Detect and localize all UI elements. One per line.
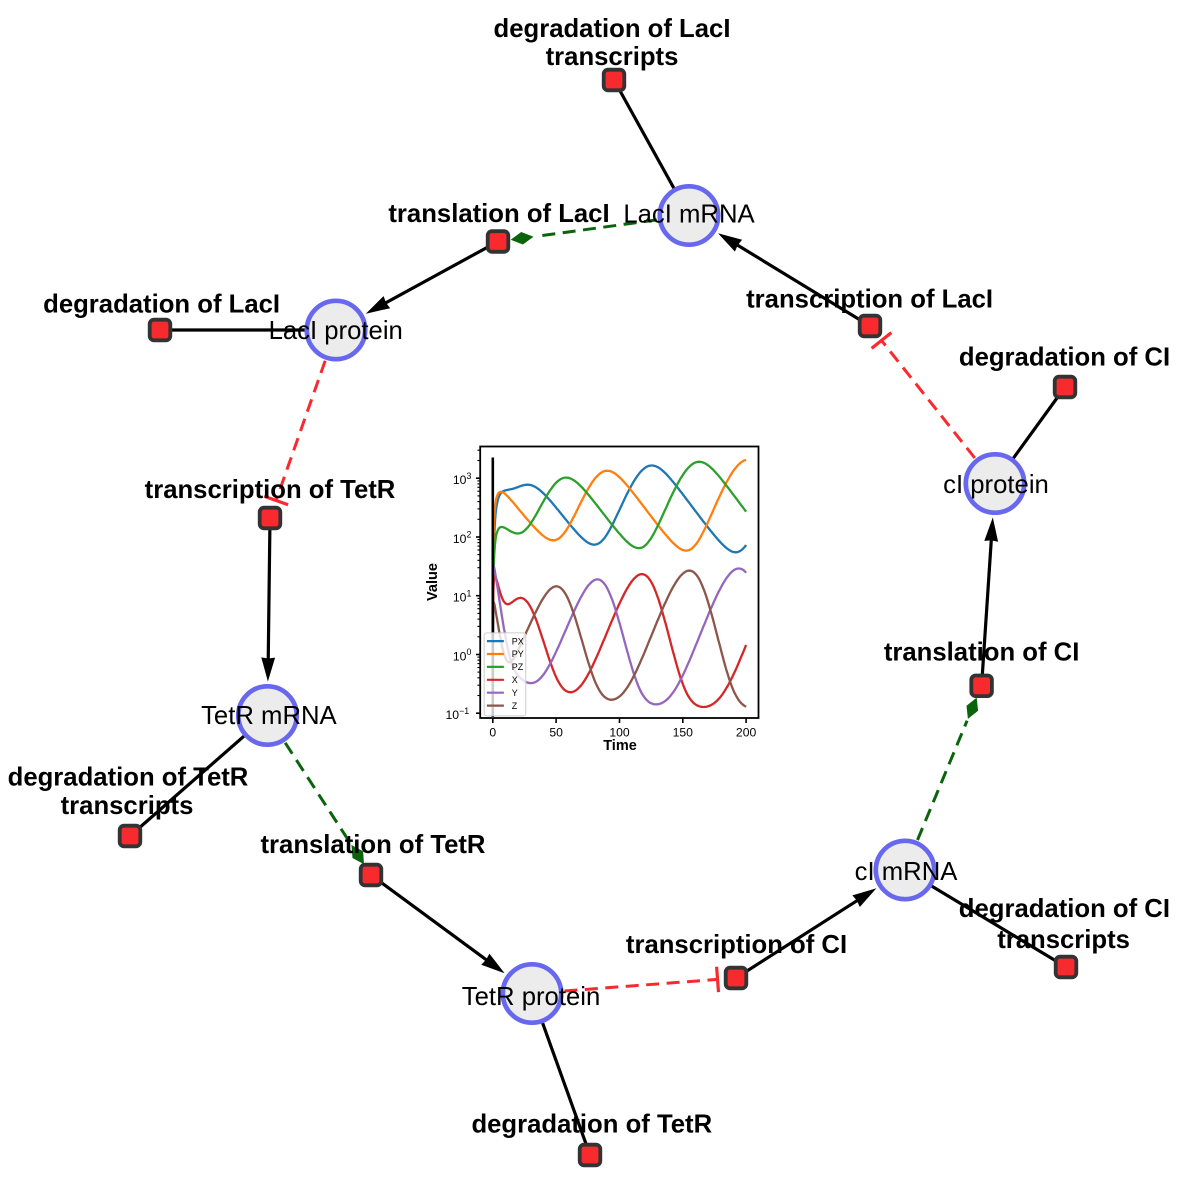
- svg-text:Z: Z: [512, 701, 518, 711]
- svg-text:0: 0: [489, 726, 496, 740]
- svg-text:cI mRNA: cI mRNA: [855, 858, 959, 886]
- svg-text:200: 200: [736, 726, 757, 740]
- svg-text:LacI mRNA: LacI mRNA: [623, 201, 755, 229]
- svg-text:PY: PY: [512, 649, 524, 659]
- svg-text:X: X: [512, 675, 518, 685]
- svg-text:TetR protein: TetR protein: [462, 983, 601, 1011]
- svg-text:translation of TetR: translation of TetR: [260, 831, 485, 859]
- svg-text:transcripts: transcripts: [997, 926, 1130, 954]
- svg-text:Y: Y: [512, 688, 518, 698]
- svg-text:150: 150: [673, 726, 694, 740]
- svg-text:Time: Time: [603, 738, 637, 754]
- svg-text:degradation of CI: degradation of CI: [959, 343, 1170, 371]
- svg-text:TetR mRNA: TetR mRNA: [201, 702, 337, 730]
- svg-text:LacI protein: LacI protein: [269, 317, 403, 345]
- svg-text:degradation of CI: degradation of CI: [959, 895, 1170, 923]
- svg-text:transcription of CI: transcription of CI: [626, 931, 847, 959]
- svg-text:transcripts: transcripts: [546, 43, 679, 71]
- svg-text:PX: PX: [512, 636, 524, 646]
- svg-text:translation of CI: translation of CI: [884, 639, 1080, 667]
- svg-text:PZ: PZ: [512, 662, 524, 672]
- svg-text:degradation of LacI: degradation of LacI: [494, 15, 731, 43]
- svg-text:cI protein: cI protein: [943, 471, 1049, 499]
- svg-text:transcription of TetR: transcription of TetR: [145, 476, 396, 504]
- svg-text:transcription of LacI: transcription of LacI: [746, 285, 993, 313]
- svg-text:degradation of TetR: degradation of TetR: [8, 764, 249, 792]
- svg-text:degradation of TetR: degradation of TetR: [471, 1110, 712, 1138]
- svg-text:degradation of LacI: degradation of LacI: [43, 291, 280, 319]
- svg-text:transcripts: transcripts: [61, 792, 194, 820]
- svg-text:translation of LacI: translation of LacI: [388, 200, 609, 228]
- svg-text:50: 50: [549, 726, 563, 740]
- svg-text:100: 100: [609, 726, 630, 740]
- svg-text:Value: Value: [425, 563, 441, 601]
